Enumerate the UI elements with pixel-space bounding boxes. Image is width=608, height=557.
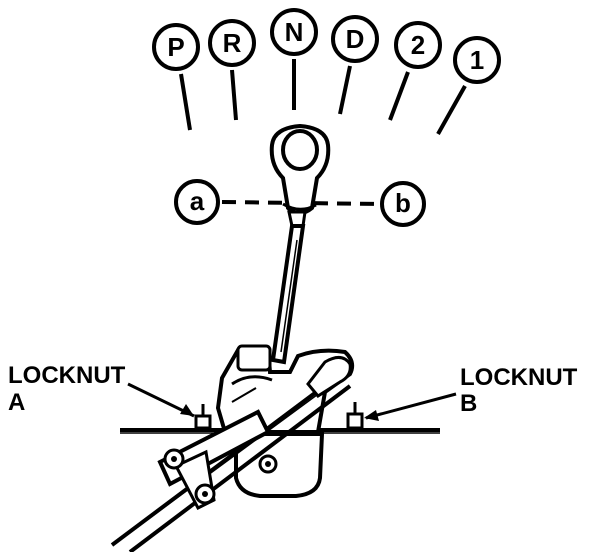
gear-label-1: 1 [470,45,484,75]
locknut-a-label-line2: A [8,389,25,416]
leader-line-1 [436,85,467,135]
leader-line-d [338,65,352,115]
leader-line-2 [388,71,410,121]
locknut-b: LOCKNUT B [346,364,578,430]
knob-button [281,129,319,171]
gear-label-r: R [223,28,242,58]
locknut-a: LOCKNUT A [8,362,212,430]
leader-line-r [230,69,238,121]
cable-end-fitting [306,356,352,398]
locknut-b-nut [346,412,364,430]
gear-label-2: 2 [411,30,425,60]
locknut-a-label-line1: LOCKNUT [8,362,126,389]
gear-callout-1: 1 [436,36,501,135]
shift-lever-shaft [270,210,307,365]
lever-callout-a: a [174,179,220,225]
gear-callout-p: P [152,23,200,131]
gear-label-d: D [346,24,365,54]
gear-callout-d: D [331,15,379,115]
lever-pivot-block [236,344,272,372]
gear-callout-r: R [208,19,256,121]
gear-callout-n: N [270,8,318,110]
gear-callout-2: 2 [388,21,442,121]
locknut-a-nut [194,414,212,430]
gear-label-n: N [285,17,304,47]
locknut-b-label-line1: LOCKNUT [460,364,578,391]
gear-label-p: P [167,32,184,62]
leader-line-p [179,73,192,131]
lever-callout-b: b [380,181,426,227]
locknut-b-label-line2: B [460,390,477,417]
lever-label-a: a [190,186,205,216]
shift-knob [269,123,331,215]
shift-cable [110,356,352,554]
lever-label-b: b [395,188,411,218]
detent-bracket [234,432,325,498]
locknut-b-leader [365,392,457,420]
